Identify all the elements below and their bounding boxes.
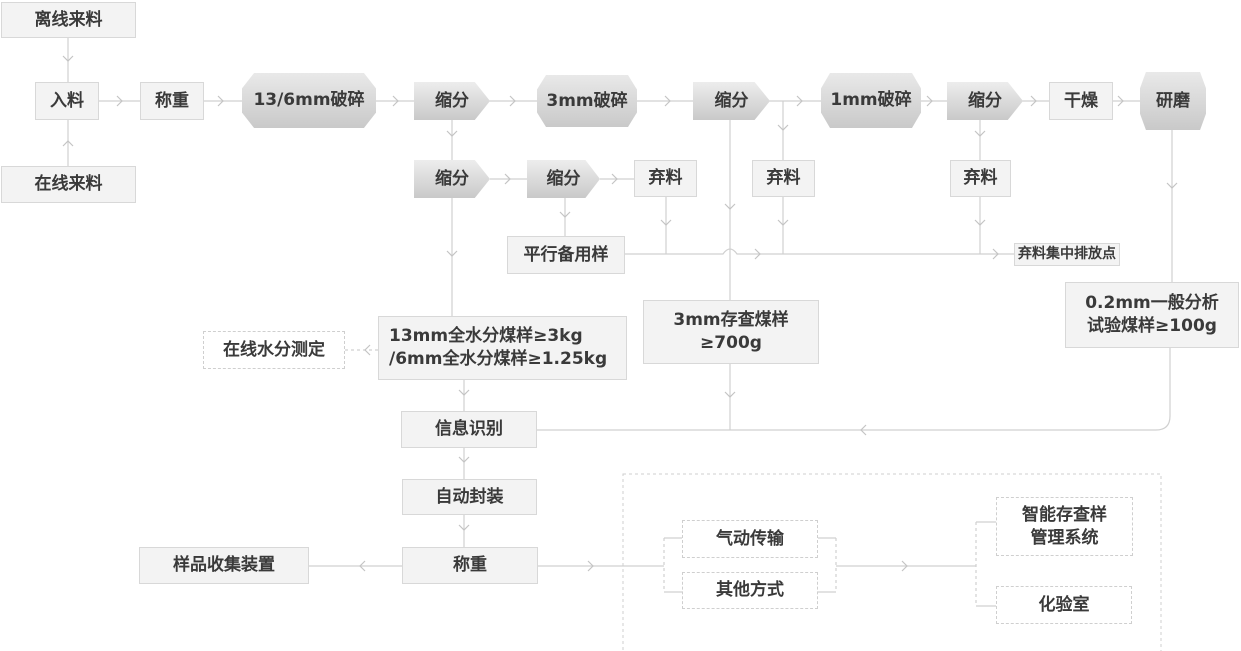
discard-collection-point: 弃料集中排放点 <box>1014 243 1120 266</box>
smart-storage-system-box: 智能存查样 管理系统 <box>996 497 1133 556</box>
divider-1: 缩分 <box>414 82 490 120</box>
smart-storage-line-2: 管理系统 <box>1030 527 1099 548</box>
reserve-sample-line-2: ≥700g <box>700 333 762 353</box>
divider-2: 缩分 <box>693 82 770 120</box>
auto-packaging-box: 自动封装 <box>402 479 537 515</box>
grinder: 研磨 <box>1140 72 1206 130</box>
info-identification-box: 信息识别 <box>401 411 537 448</box>
moisture-sample-line-2: /6mm全水分煤样≥1.25kg <box>389 349 608 369</box>
reserve-sample-line-1: 3mm存查煤样 <box>673 310 789 331</box>
offline-feed-box: 离线来料 <box>1 2 136 38</box>
discard-box-2: 弃料 <box>752 160 815 197</box>
pneumatic-transport-box: 气动传输 <box>682 520 818 558</box>
weigh-box-1: 称重 <box>140 82 204 120</box>
divider-3: 缩分 <box>947 82 1023 120</box>
sample-collector-box: 样品收集装置 <box>139 547 309 584</box>
other-methods-box: 其他方式 <box>682 572 818 609</box>
moisture-sample-line-1: 13mm全水分煤样≥3kg <box>389 326 583 347</box>
divider-4: 缩分 <box>414 160 490 198</box>
crusher-3mm: 3mm破碎 <box>537 75 637 127</box>
analysis-sample-line-2: 试验煤样≥100g <box>1087 316 1217 336</box>
divider-5: 缩分 <box>527 160 600 198</box>
parallel-backup-sample: 平行备用样 <box>507 236 625 274</box>
online-feed-box: 在线来料 <box>1 166 136 203</box>
crusher-13-6mm: 13/6mm破碎 <box>242 73 376 128</box>
discard-box-3: 弃料 <box>950 160 1011 197</box>
smart-storage-line-1: 智能存查样 <box>1022 504 1107 525</box>
lab-box: 化验室 <box>996 586 1132 624</box>
analysis-sample-line-1: 0.2mm一般分析 <box>1085 293 1219 314</box>
input-box: 入料 <box>35 82 99 120</box>
discard-box-1: 弃料 <box>634 160 697 197</box>
analysis-sample-box: 0.2mm一般分析 试验煤样≥100g <box>1065 282 1239 348</box>
moisture-sample-box: 13mm全水分煤样≥3kg /6mm全水分煤样≥1.25kg <box>378 316 627 380</box>
crusher-1mm: 1mm破碎 <box>821 73 921 128</box>
reserve-sample-3mm-box: 3mm存查煤样 ≥700g <box>643 300 819 364</box>
weigh-box-2: 称重 <box>402 547 538 584</box>
dryer-box: 干燥 <box>1049 82 1113 120</box>
online-moisture-box: 在线水分测定 <box>203 331 345 369</box>
